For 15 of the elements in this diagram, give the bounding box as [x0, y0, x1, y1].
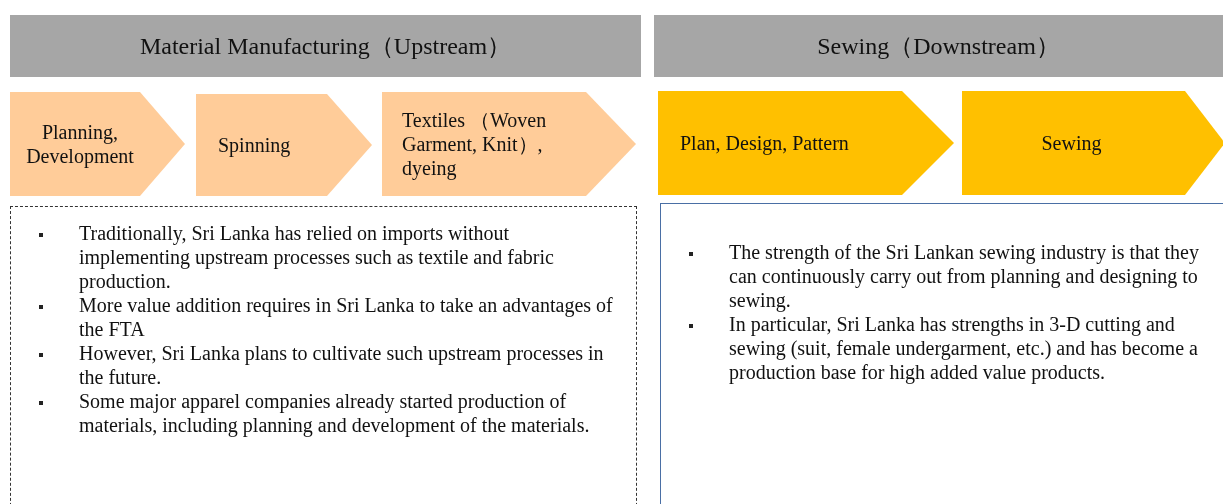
- chevron-step: Textiles （Woven Garment, Knit）, dyeing: [382, 92, 636, 196]
- bullet-text: Some major apparel companies already started production of materials, including planning and development of the materials.: [79, 389, 591, 437]
- text-panel: [660, 203, 1223, 504]
- chevron-step: Spinning: [196, 94, 372, 196]
- section-header: Material Manufacturing（Upstream）: [10, 15, 641, 77]
- bullet-text: However, Sri Lanka plans to cultivate such upstream processes in the future.: [79, 341, 605, 389]
- section-header: Sewing（Downstream）: [654, 15, 1223, 77]
- text-panel: [10, 206, 637, 504]
- chevron-step: Sewing: [962, 91, 1223, 195]
- bullet-text: In particular, Sri Lanka has strengths in 3-D cutting and sewing (suit, female undergarment, etc.) and has become a production base for high added value products.: [729, 312, 1199, 384]
- bullet-text: More value addition requires in Sri Lanka to take an advantages of the FTA: [79, 293, 614, 341]
- bullet-text: Traditionally, Sri Lanka has relied on imports without implementing upstream processes such as textile and fabric production.: [79, 221, 555, 293]
- chevron-step: Plan, Design, Pattern: [658, 91, 954, 195]
- chevron-step: Planning, Development: [10, 92, 185, 196]
- bullet-text: The strength of the Sri Lankan sewing industry is that they can continuously carry out from planning and designing to sewing.: [729, 240, 1200, 312]
